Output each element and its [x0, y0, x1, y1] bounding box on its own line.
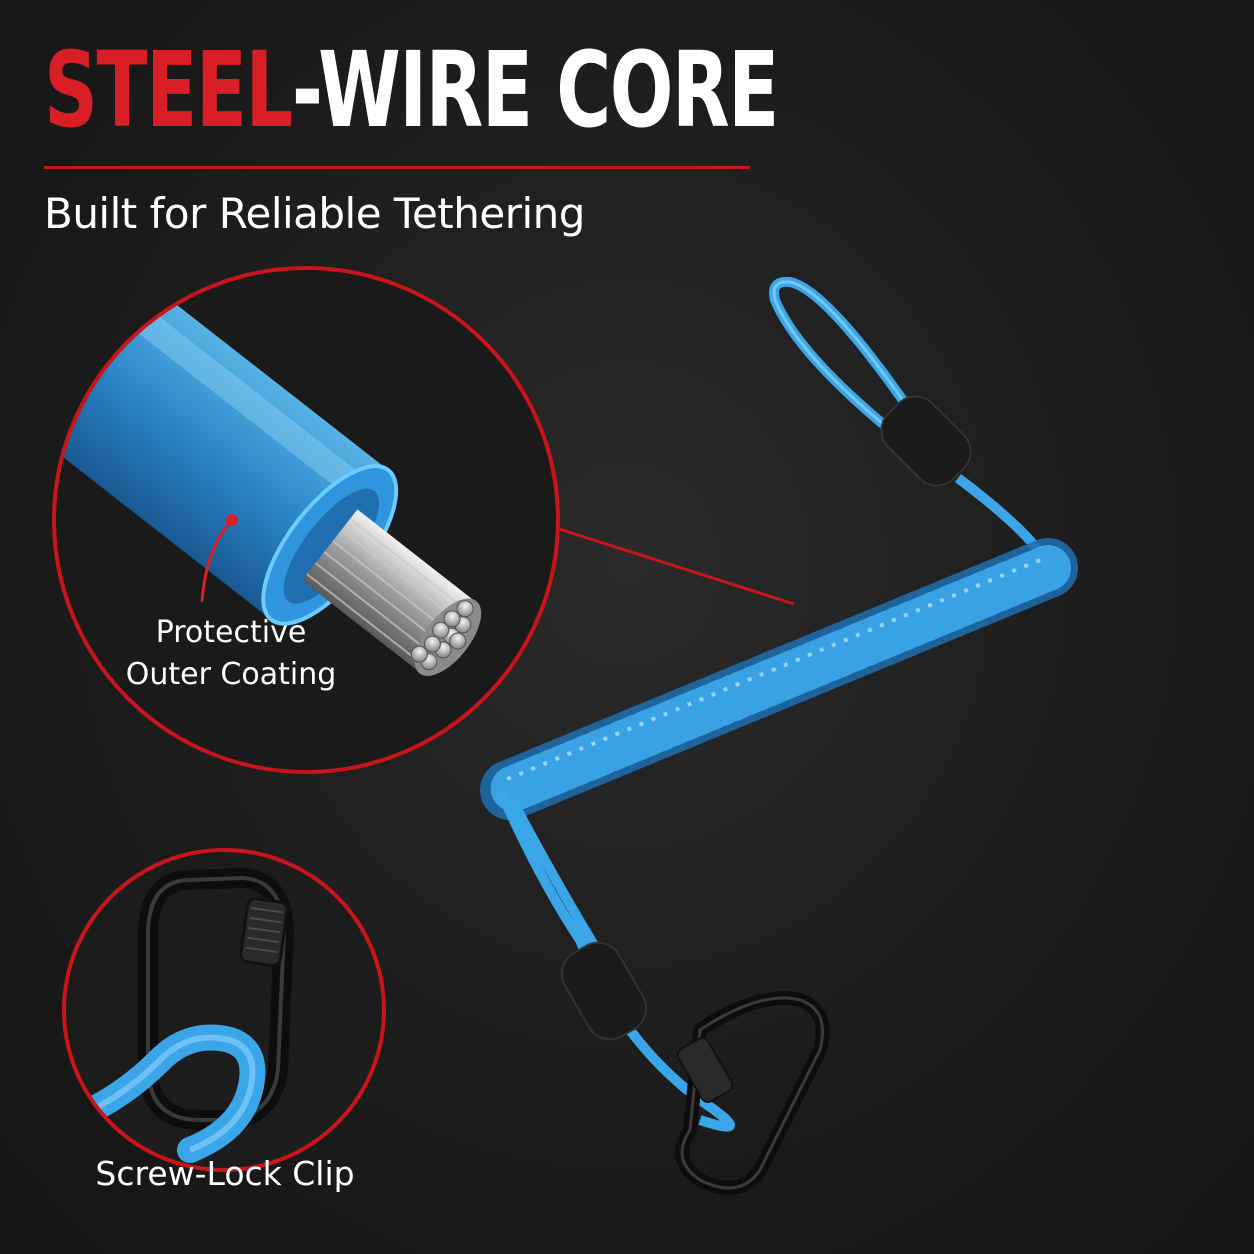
headline: STEEL-WIRE CORE [44, 29, 780, 151]
coating-label-line2: Outer Coating [125, 657, 337, 692]
subtitle: Built for Reliable Tethering [44, 189, 585, 238]
coating-label: Protective Outer Coating [118, 612, 344, 696]
headline-divider [44, 166, 750, 169]
carabiner-icon [62, 848, 386, 1172]
coating-label-line1: Protective [155, 615, 307, 650]
headline-main: -WIRE CORE [291, 29, 780, 151]
callout-pointer-line [555, 526, 795, 606]
clip-ring [62, 848, 386, 1172]
clip-label: Screw-Lock Clip [95, 1154, 355, 1193]
headline-accent: STEEL [44, 29, 293, 151]
closeup-ring [52, 266, 560, 774]
lanyard-icon [480, 276, 1078, 1195]
